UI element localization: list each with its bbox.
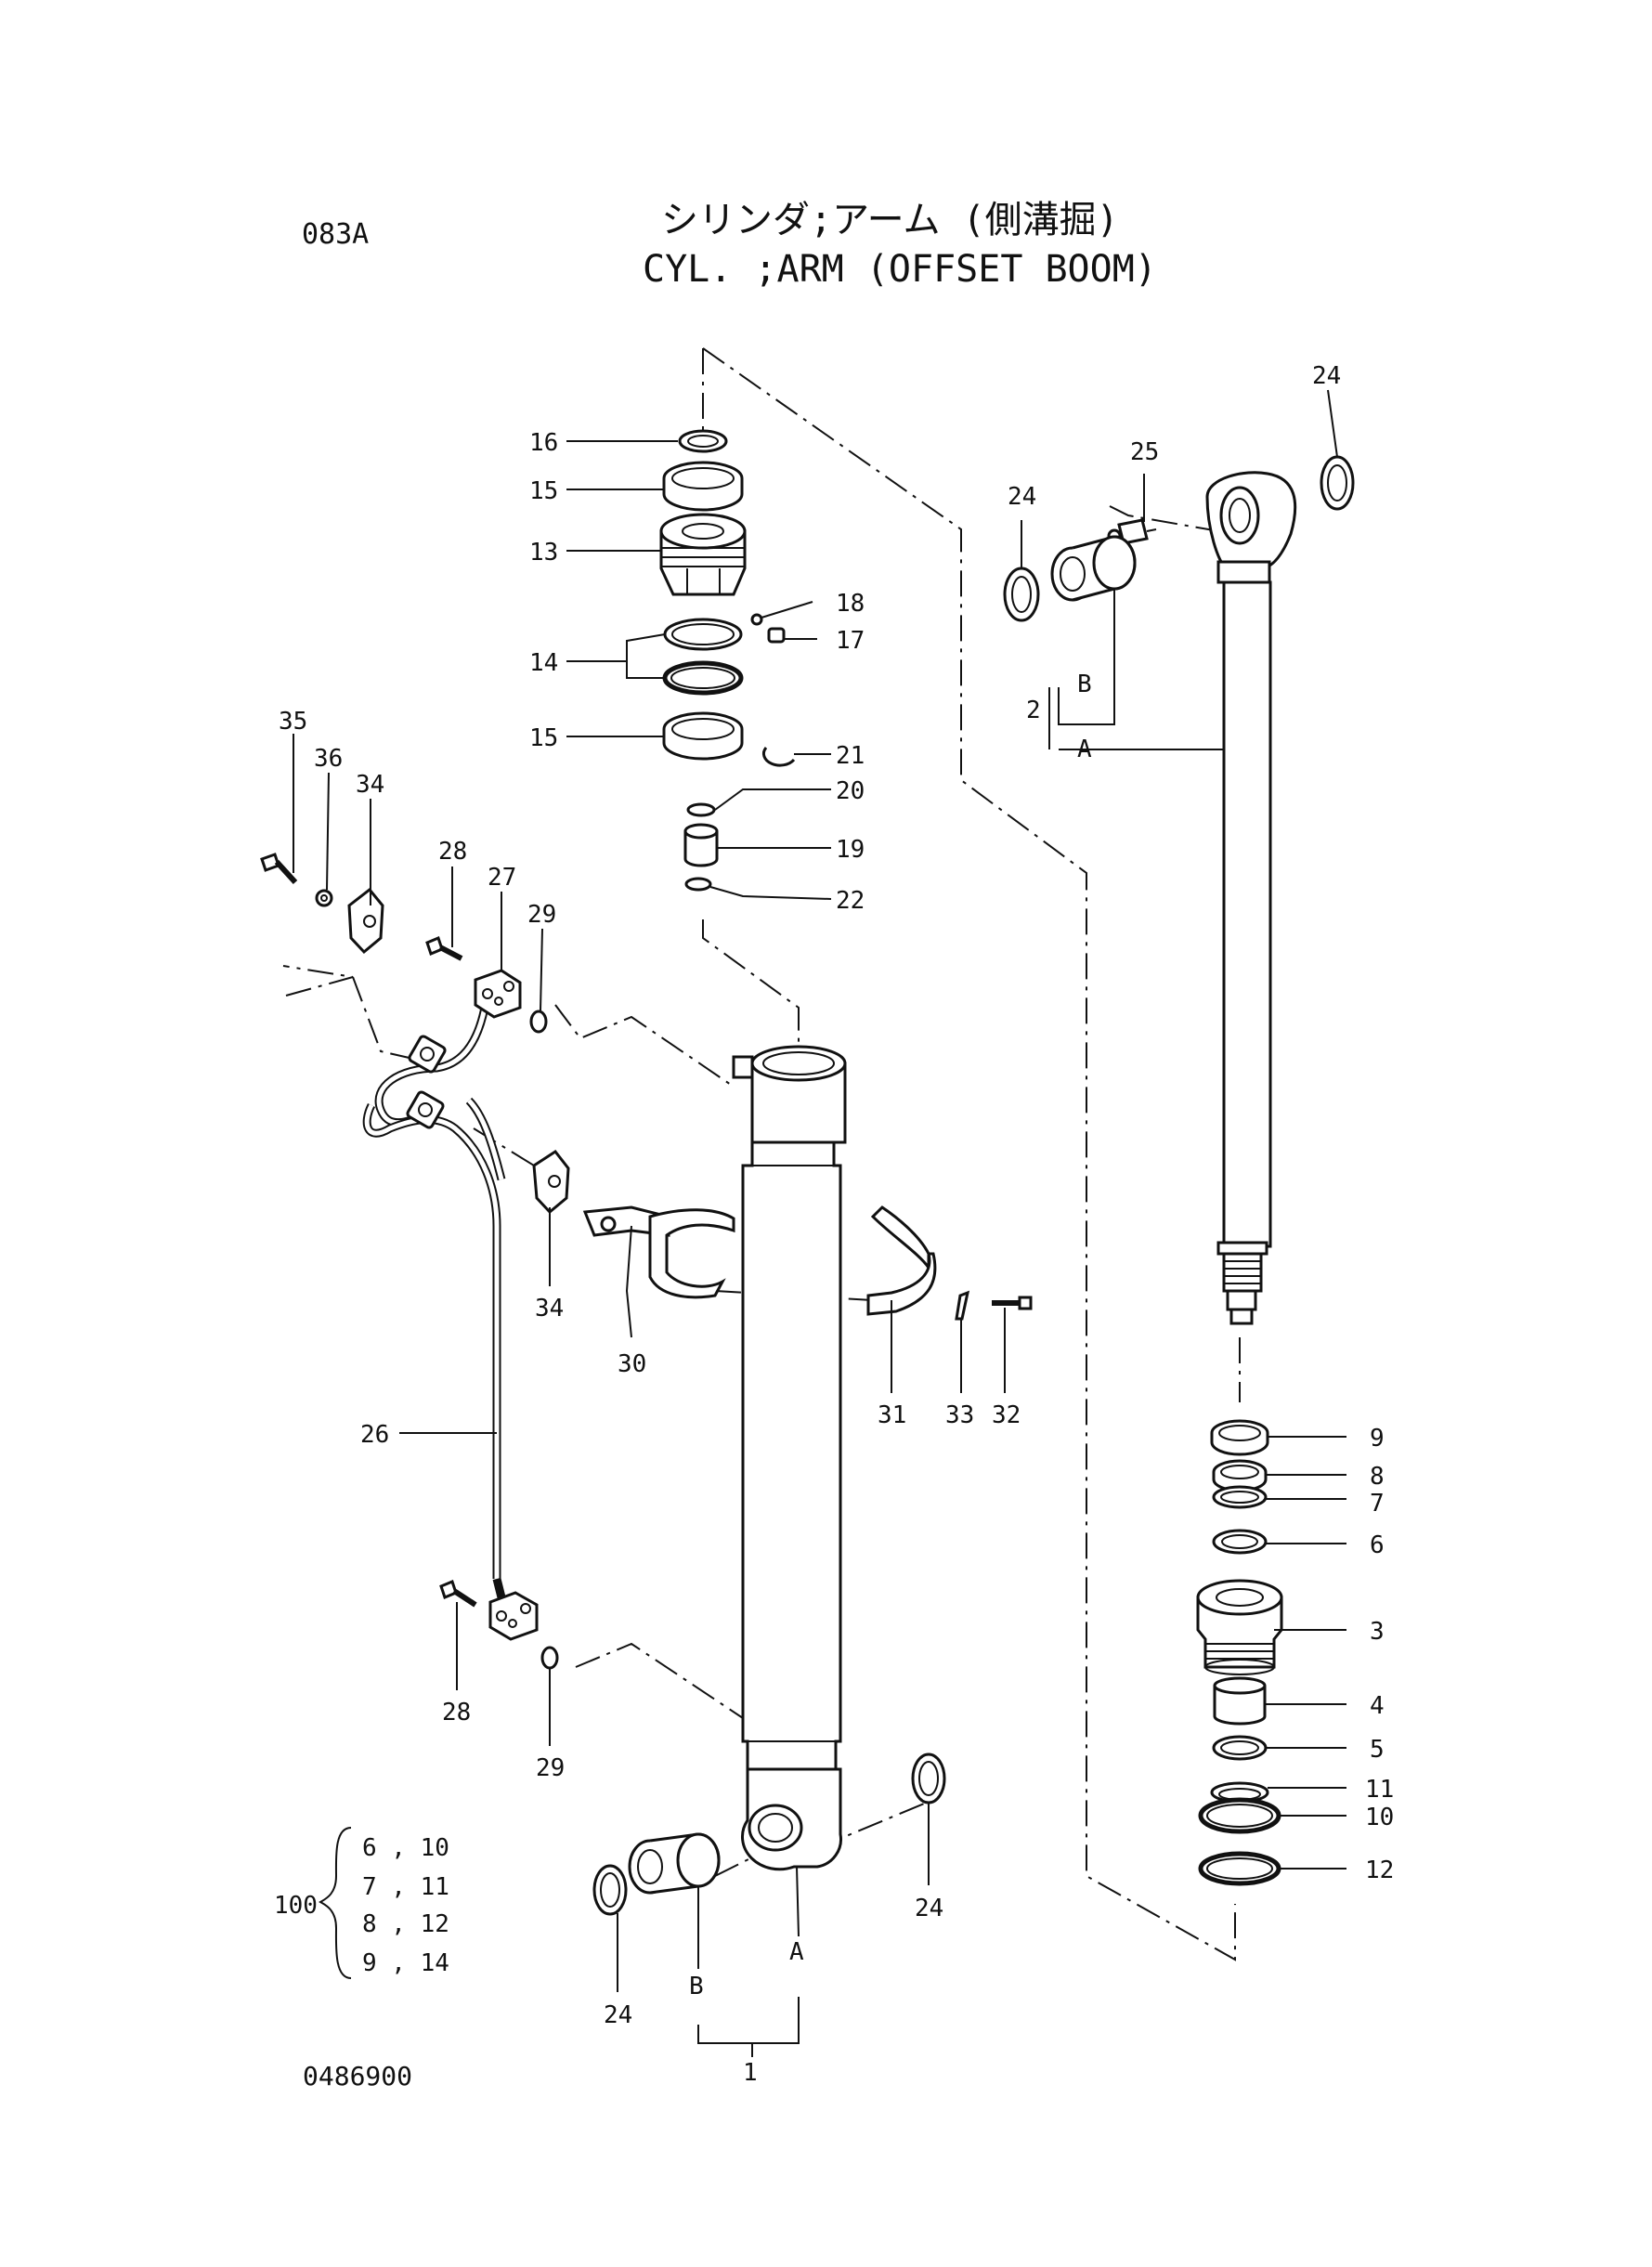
page-code: 083A [302, 218, 369, 251]
callout-35: 35 [279, 708, 307, 736]
upper-rod-head-parts [659, 429, 796, 892]
callout-2-B: B [1077, 671, 1092, 698]
flange-27 [474, 969, 522, 1019]
callout-22: 22 [836, 887, 865, 915]
callout-12: 12 [1365, 1857, 1394, 1884]
ring-7 [1212, 1485, 1268, 1509]
callout-2: 2 [1026, 697, 1041, 724]
callout-24-top-right: 24 [1312, 362, 1341, 390]
bushing-4 [1213, 1686, 1267, 1726]
callout-15-lower: 15 [529, 724, 558, 752]
callout-27: 27 [488, 864, 516, 892]
callout-5: 5 [1370, 1736, 1385, 1764]
callout-25: 25 [1130, 438, 1159, 466]
callout-29-lower: 29 [536, 1754, 565, 1782]
callout-26: 26 [360, 1421, 389, 1449]
callout-24-bottom-left: 24 [604, 2001, 632, 2029]
bolt-28-lower [439, 1579, 477, 1608]
callout-11: 11 [1365, 1776, 1394, 1804]
cylinder-tube-1 [732, 1045, 847, 1871]
callout-28-lower: 28 [442, 1699, 471, 1726]
o-ring-29-upper [529, 1010, 548, 1034]
seal-kit-list: 100 6 , 10 7 , 11 8 , 12 9 , 14 [274, 1827, 449, 1979]
callout-labels: 16 15 13 18 17 14 15 21 20 19 22 35 36 3… [279, 362, 1394, 2087]
callout-2-A: A [1077, 736, 1092, 763]
cylinder-head-parts [1196, 1419, 1283, 1886]
kit-group-1: 6 , 10 [362, 1834, 449, 1862]
callout-28: 28 [438, 838, 467, 866]
callout-32: 32 [992, 1401, 1021, 1429]
drawing-number: 0486900 [303, 2061, 412, 2091]
callout-29: 29 [527, 901, 556, 929]
callout-1-B: B [689, 1973, 704, 2000]
set-screw-17 [767, 627, 786, 644]
bolt-32 [992, 1296, 1033, 1310]
callout-17: 17 [836, 627, 865, 655]
leader-lines [293, 389, 1346, 2057]
callout-20: 20 [836, 777, 865, 805]
title-japanese: シリンダ;アーム (側溝掘) [661, 199, 1119, 241]
callout-15: 15 [529, 477, 558, 505]
ring-22 [684, 877, 712, 892]
kit-number: 100 [274, 1892, 318, 1920]
ring-20 [686, 802, 716, 817]
bushing-1B [628, 1832, 721, 1895]
callout-34-lower: 34 [535, 1295, 564, 1322]
callout-7: 7 [1370, 1490, 1385, 1518]
dust-seal-24-left [592, 1864, 628, 1916]
callout-31: 31 [878, 1401, 906, 1429]
callout-4: 4 [1370, 1692, 1385, 1720]
dust-seal-24-top-left [1003, 567, 1040, 622]
callout-34: 34 [356, 771, 384, 799]
callout-9: 9 [1370, 1425, 1385, 1453]
callout-8: 8 [1370, 1463, 1385, 1491]
clamp-34-upper [347, 887, 384, 955]
kit-group-3: 8 , 12 [362, 1910, 449, 1938]
ring-6 [1212, 1529, 1268, 1555]
dust-seal-24-top-right [1320, 455, 1355, 511]
callout-16: 16 [529, 429, 558, 457]
title-english: CYL. ;ARM (OFFSET BOOM) [643, 248, 1157, 291]
flange-lower [488, 1591, 539, 1641]
callout-36: 36 [314, 745, 343, 773]
callout-3: 3 [1370, 1618, 1385, 1646]
callout-10: 10 [1365, 1804, 1394, 1831]
callout-18: 18 [836, 590, 865, 618]
callout-13: 13 [529, 539, 558, 567]
clamp-34-lower [532, 1149, 570, 1215]
bushing-19 [683, 831, 719, 867]
kit-group-2: 7 , 11 [362, 1873, 449, 1901]
ring-16 [678, 429, 728, 453]
snap-ring-21 [761, 747, 796, 767]
callout-6: 6 [1370, 1531, 1385, 1559]
callout-19: 19 [836, 836, 865, 864]
callout-24-top-left: 24 [1008, 483, 1036, 511]
callout-24-mid-right: 24 [915, 1895, 943, 1922]
bracket-30 [582, 1205, 735, 1299]
callout-1-A: A [789, 1938, 804, 1966]
washer-36 [315, 889, 333, 907]
o-ring-29-lower [540, 1646, 559, 1670]
pipe-assembly-26 [362, 988, 506, 1599]
kit-group-4: 9 , 14 [362, 1949, 449, 1977]
bolt-35 [260, 853, 298, 885]
piston-rod-2 [1205, 471, 1297, 1325]
lock-washer-33 [955, 1290, 970, 1321]
band-31 [866, 1205, 937, 1316]
callout-21: 21 [836, 742, 865, 770]
dust-seal-24-right [911, 1752, 946, 1804]
bolt-28-upper [425, 935, 463, 961]
callout-33: 33 [945, 1401, 974, 1429]
callout-1: 1 [743, 2059, 758, 2087]
callout-14: 14 [529, 649, 558, 677]
bushing-2B [1050, 535, 1137, 602]
steel-ball-18 [750, 613, 763, 626]
callout-30: 30 [618, 1350, 646, 1378]
